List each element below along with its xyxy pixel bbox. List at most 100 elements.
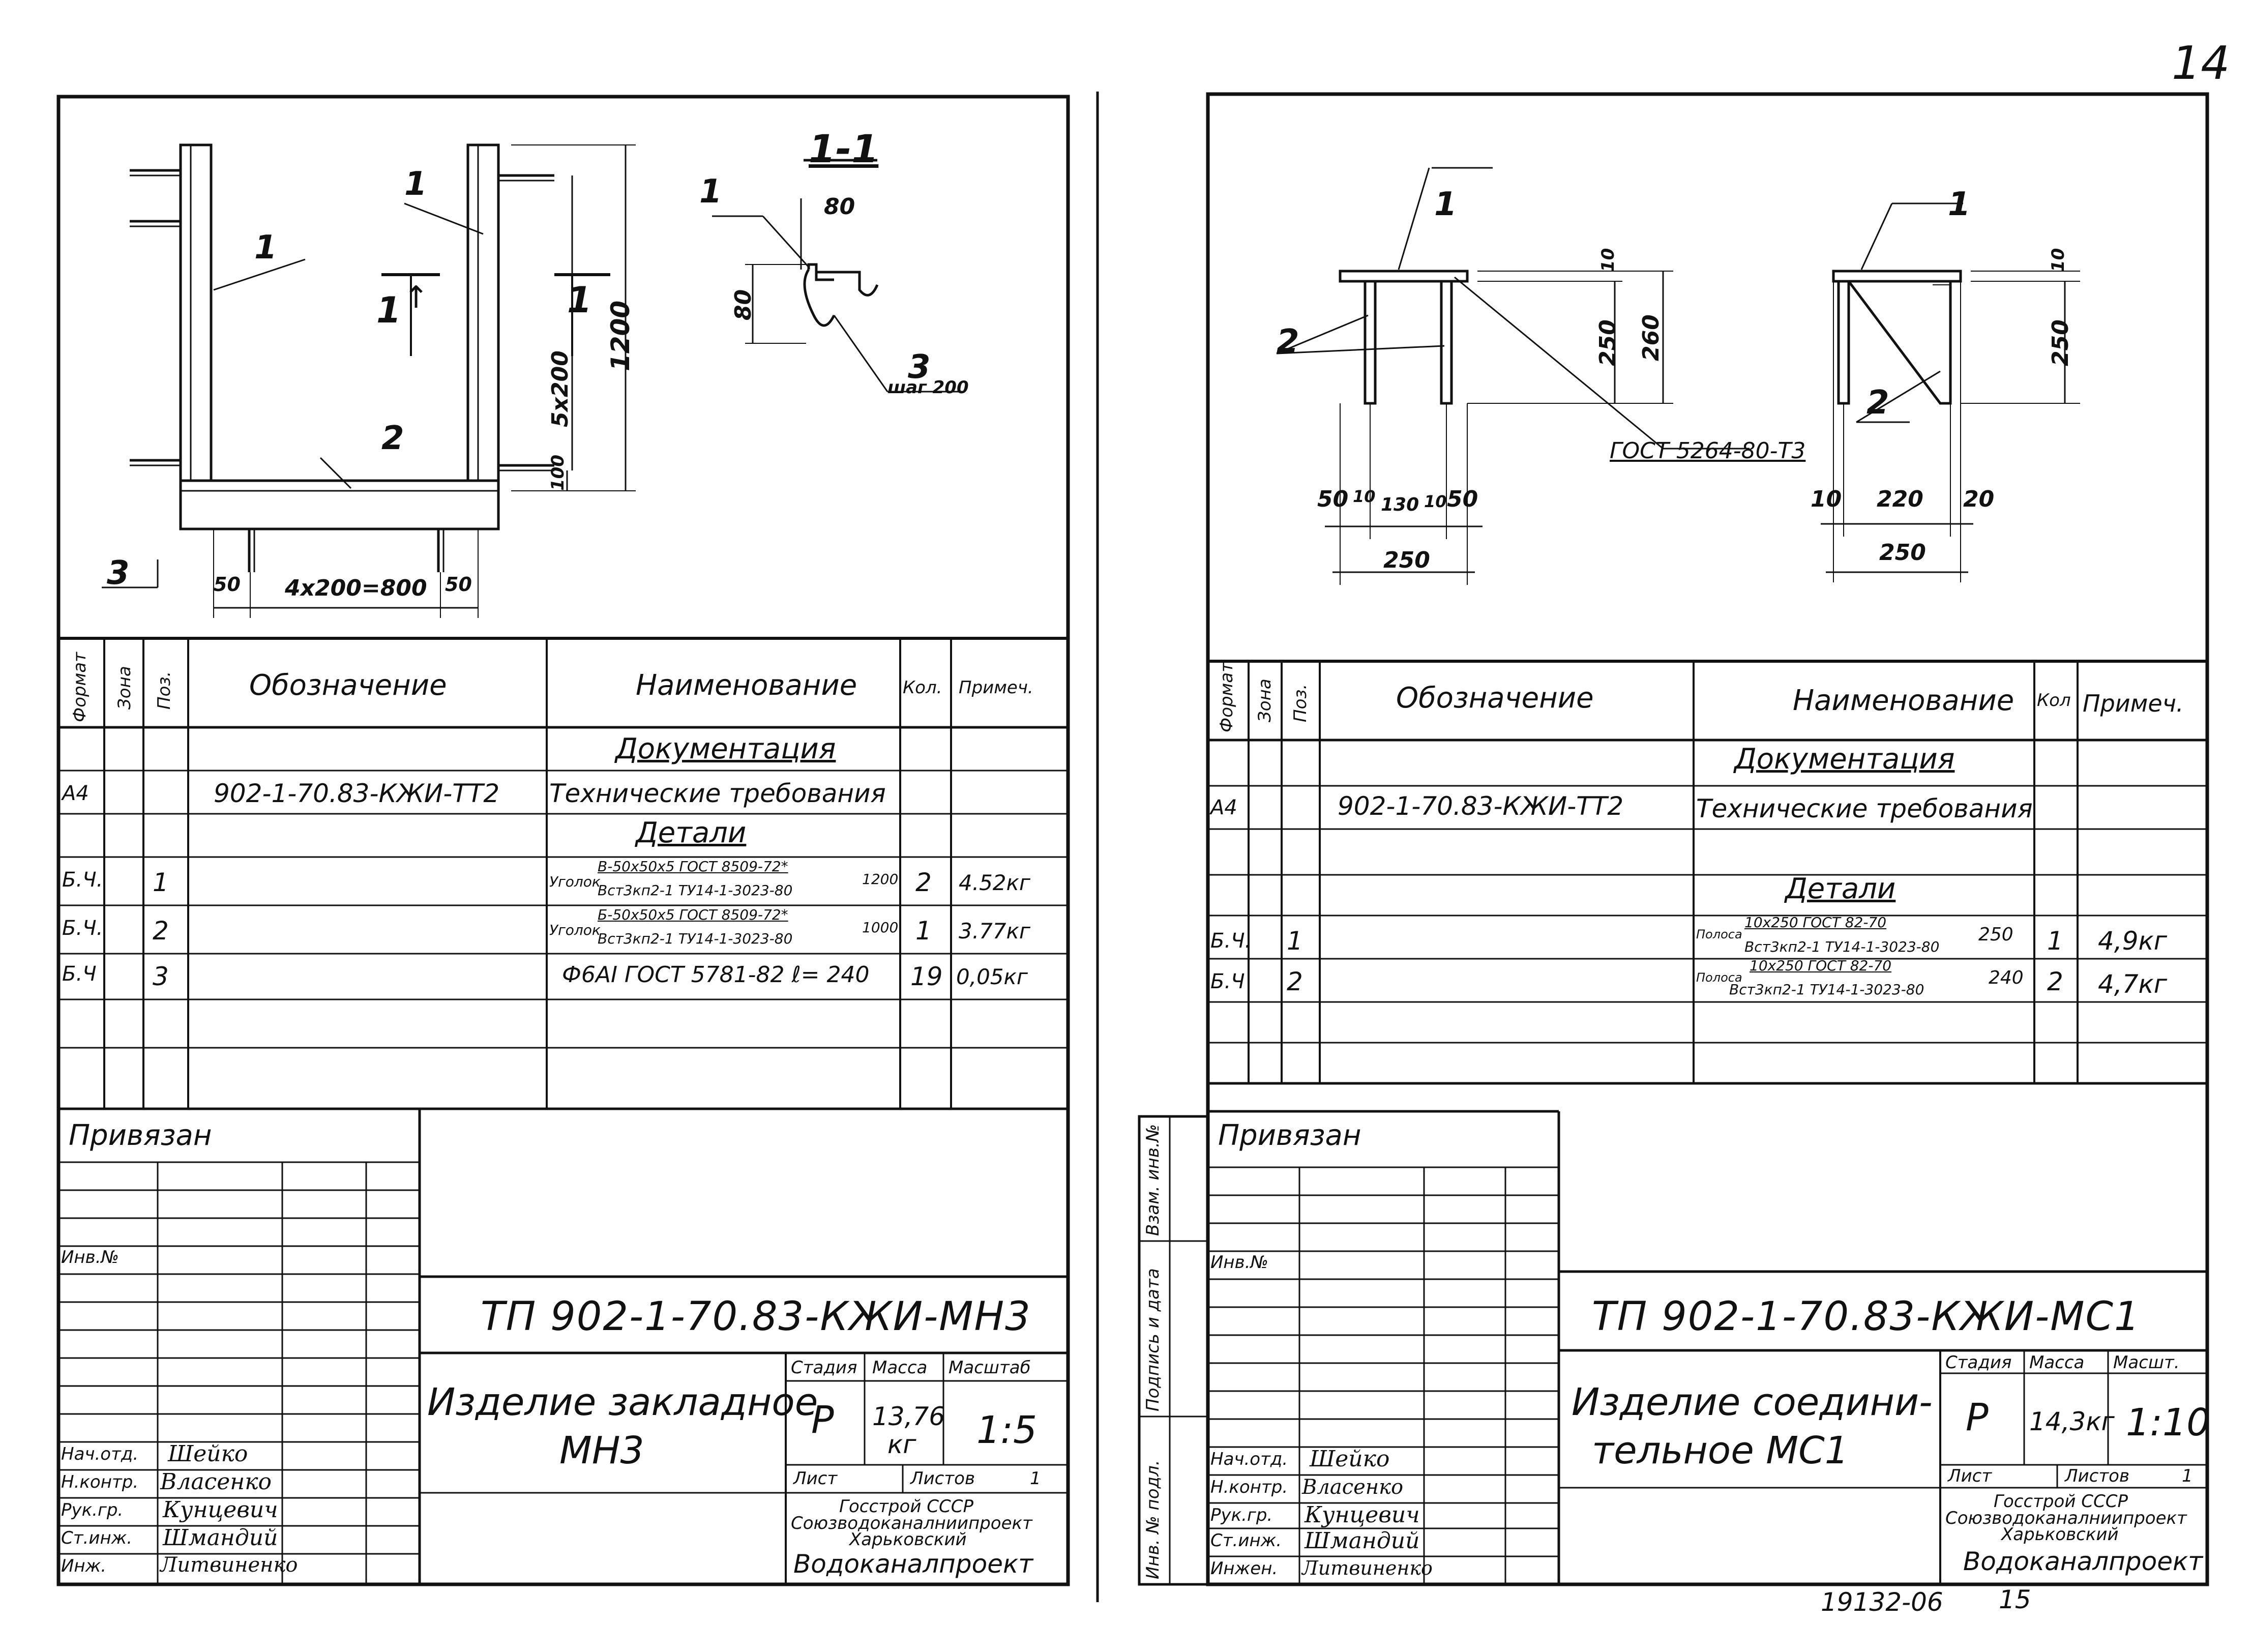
dim-250b: 250 <box>2048 319 2073 366</box>
left-sheet-label: Лист <box>793 1468 838 1489</box>
r-hdr-zone: Зона <box>1255 678 1275 722</box>
r-row2-qty: 1 <box>2047 926 2063 956</box>
left-inv-label: Инв.№ <box>61 1247 119 1267</box>
hdr-name: Наименование <box>636 669 857 702</box>
right-person-4: Шмандий <box>1305 1528 1420 1554</box>
hdr-qty: Кол. <box>903 677 942 698</box>
dim-50-right: 50 <box>445 573 472 596</box>
right-org1: Госстрой СССР <box>1994 1491 2128 1512</box>
dim-50a: 50 <box>1317 486 1349 512</box>
left-stage: Р <box>811 1398 834 1442</box>
left-org2: Союзводоканалниипроект <box>791 1513 1032 1533</box>
row2-name-len: 1200 <box>862 871 899 888</box>
row3-format: Б.Ч. <box>62 917 103 940</box>
left-role-2: Н.контр. <box>61 1472 139 1492</box>
right-org4: Водоканалпроект <box>1963 1547 2203 1576</box>
left-role-1: Нач.отд. <box>61 1444 139 1464</box>
r-row1-format: А4 <box>1210 796 1237 819</box>
row3-note: 3.77кг <box>959 919 1030 943</box>
right-pos2b: 2 <box>1866 384 1889 422</box>
left-pos3-label: 3 <box>107 554 130 592</box>
dim-130: 130 <box>1381 494 1419 515</box>
dim-220: 220 <box>1877 486 1923 512</box>
row2-note: 4.52кг <box>959 870 1030 895</box>
dim-250d: 250 <box>1879 540 1926 566</box>
r-row3-name-top: 10х250 ГОСТ 82-70 <box>1750 957 1892 974</box>
right-pos2a: 2 <box>1277 323 1299 361</box>
r-row2-name-prefix: Полоса <box>1696 927 1742 941</box>
dim-5x200: 5x200 <box>547 350 573 427</box>
right-pos1b: 1 <box>1948 186 1971 223</box>
left-stage-label: Стадия <box>791 1358 857 1378</box>
step-label: шаг 200 <box>887 377 969 398</box>
side-label-inv-podl: Инв. № подл. <box>1143 1460 1163 1579</box>
left-person-4: Шмандий <box>163 1525 278 1551</box>
dim-80-top: 80 <box>824 194 855 220</box>
dim-10c: 10 <box>1353 487 1376 506</box>
dim-4x200: 4x200=800 <box>285 575 427 601</box>
r-hdr-name: Наименование <box>1793 684 2014 717</box>
row2-name-prefix: Уголок <box>549 873 601 890</box>
right-stage: Р <box>1966 1396 1989 1439</box>
left-org4: Водоканалпроект <box>793 1549 1033 1579</box>
row4-name: Ф6АI ГОСТ 5781-82 ℓ= 240 <box>562 962 870 988</box>
left-person-3: Кунцевич <box>163 1497 278 1523</box>
cut-label-right: 1 <box>567 279 592 321</box>
r-row3-format: Б.Ч <box>1210 970 1245 993</box>
right-doc-code: ТП 902-1-70.83-КЖИ-МС1 <box>1592 1294 2141 1340</box>
dim-50-left: 50 <box>214 573 241 596</box>
row3-qty: 1 <box>915 916 932 946</box>
row1-name: Технические требования <box>549 779 886 808</box>
row4-pos: 3 <box>153 962 169 991</box>
r-row2-format: Б.Ч. <box>1210 929 1252 953</box>
r-row3-name-bottom: Вст3кп2-1 ТУ14-1-3023-80 <box>1729 981 1924 998</box>
r-hdr-note: Примеч. <box>2083 690 2184 717</box>
r-hdr-qty: Кол <box>2037 690 2071 711</box>
r-row2-name-bottom: Вст3кп2-1 ТУ14-1-3023-80 <box>1744 938 1940 955</box>
left-scale: 1:5 <box>976 1408 1038 1452</box>
left-bound-label: Привязан <box>69 1119 212 1152</box>
weld-gost: ГОСТ 5264-80-Т3 <box>1610 438 1806 464</box>
right-role-1: Нач.отд. <box>1210 1449 1288 1469</box>
side-label-vzam: Взам. инв.№ <box>1143 1124 1163 1236</box>
row2-name-bottom: Вст3кп2-1 ТУ14-1-3023-80 <box>598 882 793 899</box>
r-hdr-pos: Поз. <box>1290 684 1311 722</box>
left-pos1-label: 1 <box>254 229 277 267</box>
right-role-5: Инжен. <box>1210 1558 1278 1579</box>
cut-arrow-left-icon: ↑ <box>403 280 429 315</box>
left-mass-label: Масса <box>872 1358 928 1378</box>
dim-10a: 10 <box>1598 248 1618 272</box>
right-person-1: Шейко <box>1310 1446 1390 1472</box>
right-person-2: Власенко <box>1302 1476 1404 1499</box>
left-sheets-label: Листов <box>910 1468 975 1489</box>
r-hdr-format: Формат <box>1217 662 1237 732</box>
hdr-designation: Обозначение <box>249 669 447 702</box>
section-pos1-label: 1 <box>699 173 722 211</box>
section-docs: Документация <box>615 732 836 765</box>
r-section-docs: Документация <box>1734 743 1955 776</box>
r-row2-note: 4,9кг <box>2098 926 2167 956</box>
left-org3: Харьковский <box>849 1529 967 1550</box>
dim-50b: 50 <box>1447 486 1478 512</box>
left-title-line1: Изделие закладное <box>427 1380 818 1424</box>
row3-name-top: Б-50х50х5 ГОСТ 8509-72* <box>598 906 788 923</box>
hdr-format: Формат <box>70 652 90 722</box>
right-sheets: 1 <box>2182 1466 2193 1486</box>
row2-format: Б.Ч. <box>62 868 103 892</box>
section-label: 1-1 <box>809 126 879 171</box>
right-person-5: Литвиненко <box>1302 1557 1433 1579</box>
left-mass: 13,76 <box>872 1402 945 1431</box>
right-bound-label: Привязан <box>1218 1119 1361 1152</box>
row3-pos: 2 <box>153 916 169 946</box>
r-hdr-designation: Обозначение <box>1396 682 1594 715</box>
left-person-1: Шейко <box>168 1441 248 1467</box>
left-org1: Госстрой СССР <box>839 1496 973 1517</box>
section-pos3-label: 3 <box>908 348 931 386</box>
page-number: 14 <box>2172 37 2230 90</box>
right-role-2: Н.контр. <box>1210 1477 1288 1497</box>
right-role-4: Ст.инж. <box>1210 1530 1282 1551</box>
r-row2-pos: 1 <box>1287 926 1303 956</box>
left-scale-label: Масштаб <box>949 1358 1031 1378</box>
left-sheets: 1 <box>1030 1468 1041 1489</box>
